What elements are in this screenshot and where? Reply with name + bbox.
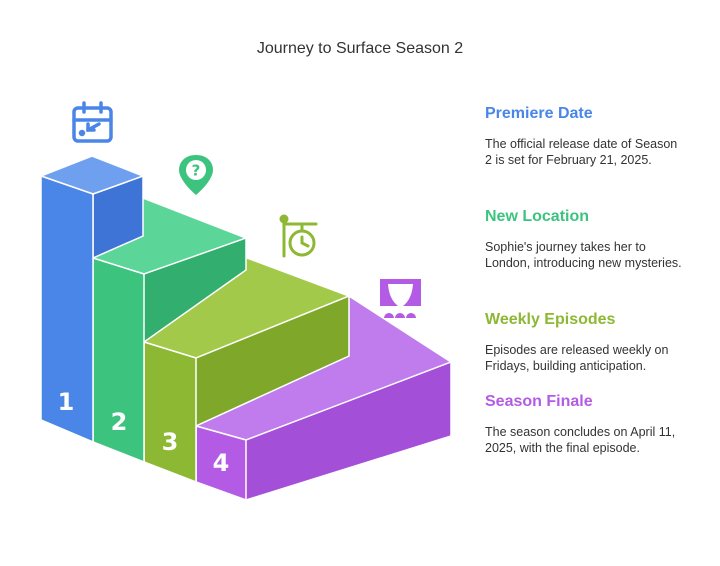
weekly-episodes-text: Episodes are released weekly on Fridays,… — [485, 343, 669, 373]
premiere-date-text: The official release date of Season 2 is… — [485, 137, 678, 167]
season-finale-text: The season concludes on April 11, 2025, … — [485, 425, 676, 455]
step-2-number: 2 — [111, 408, 128, 436]
new-location-heading: New Location — [485, 208, 590, 225]
weekly-episodes-heading: Weekly Episodes — [485, 311, 616, 328]
step-1-block — [38, 155, 146, 444]
step-3-number: 3 — [162, 428, 179, 456]
premiere-date-panel: Premiere Date The official release date … — [485, 104, 685, 168]
step-4-number: 4 — [213, 449, 230, 477]
new-location-text: Sophie's journey takes her to London, in… — [485, 240, 682, 270]
calendar-icon — [72, 101, 113, 143]
new-location-panel: New Location Sophie's journey takes her … — [485, 207, 685, 271]
diagram-title: Journey to Surface Season 2 — [256, 40, 464, 57]
premiere-date-heading: Premiere Date — [485, 105, 593, 122]
theater-stage-icon — [380, 279, 421, 318]
step-3-block — [142, 257, 352, 484]
hanging-clock-sign-icon — [279, 214, 318, 258]
location-pin-question-icon: ? — [179, 155, 213, 195]
weekly-episodes-panel: Weekly Episodes Episodes are released we… — [485, 310, 685, 374]
season-finale-heading: Season Finale — [485, 393, 593, 410]
step-1-number: 1 — [58, 388, 75, 416]
svg-text:?: ? — [192, 162, 201, 180]
season-finale-panel: Season Finale The season concludes on Ap… — [485, 392, 685, 456]
